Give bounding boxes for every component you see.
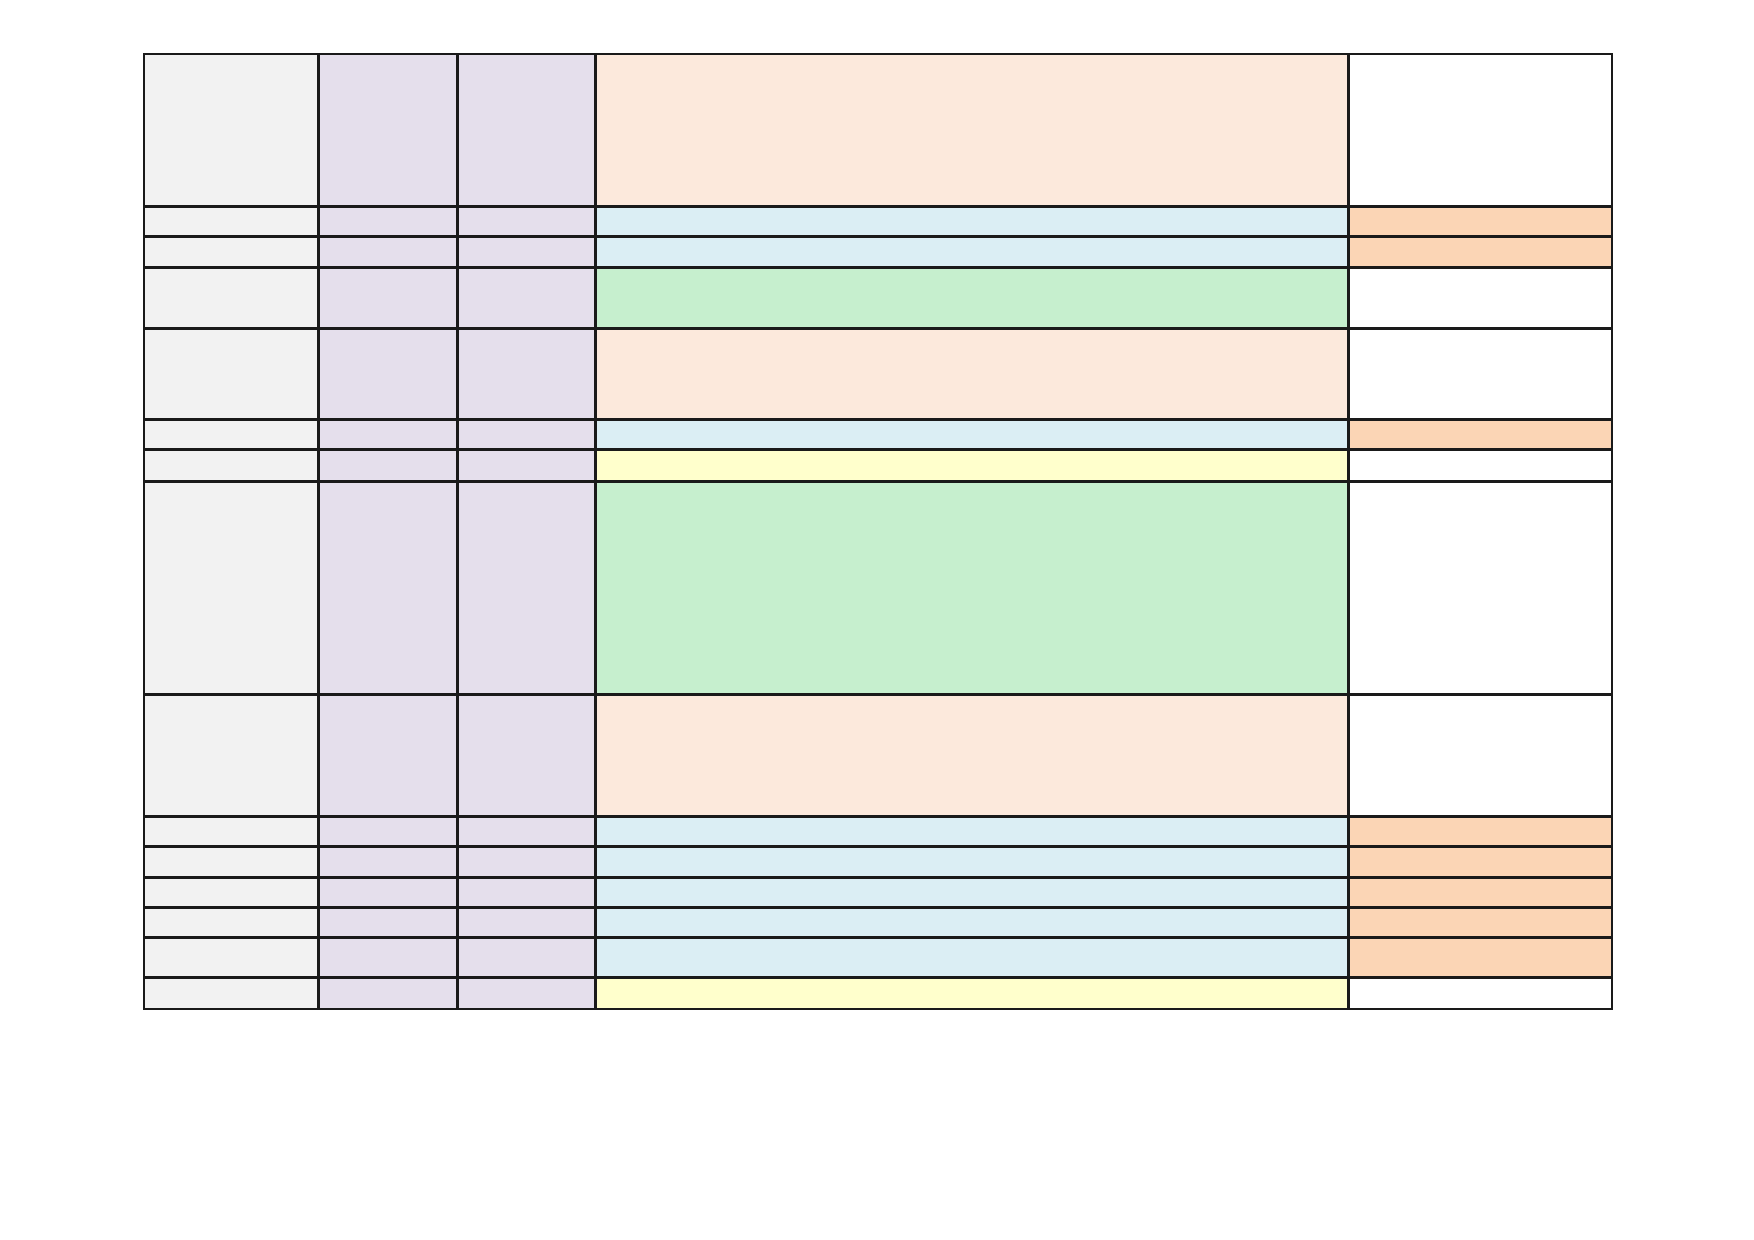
- table-cell-r9-c2[interactable]: [318, 694, 458, 817]
- table-cell-r6-c4[interactable]: [595, 419, 1349, 450]
- table-cell-r14-c5[interactable]: [1348, 937, 1613, 978]
- table-cell-r2-c1[interactable]: [143, 206, 319, 237]
- table-cell-r10-c1[interactable]: [143, 816, 319, 847]
- table-cell-r5-c1[interactable]: [143, 328, 319, 420]
- table-cell-r1-c3[interactable]: [457, 53, 596, 207]
- table-cell-r14-c4[interactable]: [595, 937, 1349, 978]
- table-cell-r12-c3[interactable]: [457, 877, 596, 908]
- table-cell-r13-c5[interactable]: [1348, 907, 1613, 938]
- table-cell-r13-c2[interactable]: [318, 907, 458, 938]
- table-cell-r4-c4[interactable]: [595, 267, 1349, 329]
- table-cell-r2-c2[interactable]: [318, 206, 458, 237]
- table-cell-r10-c4[interactable]: [595, 816, 1349, 847]
- table-cell-r13-c3[interactable]: [457, 907, 596, 938]
- table-cell-r3-c2[interactable]: [318, 236, 458, 268]
- table-cell-r4-c3[interactable]: [457, 267, 596, 329]
- table-cell-r9-c4[interactable]: [595, 694, 1349, 817]
- table-cell-r1-c1[interactable]: [143, 53, 319, 207]
- table-cell-r13-c4[interactable]: [595, 907, 1349, 938]
- table-cell-r11-c4[interactable]: [595, 846, 1349, 878]
- table-cell-r14-c3[interactable]: [457, 937, 596, 978]
- table-cell-r12-c5[interactable]: [1348, 877, 1613, 908]
- table-cell-r7-c1[interactable]: [143, 449, 319, 482]
- table-cell-r9-c3[interactable]: [457, 694, 596, 817]
- table-grid: [143, 53, 1613, 1010]
- table-cell-r3-c3[interactable]: [457, 236, 596, 268]
- table-cell-r7-c5[interactable]: [1348, 449, 1613, 482]
- table-cell-r6-c5[interactable]: [1348, 419, 1613, 450]
- table-cell-r15-c3[interactable]: [457, 977, 596, 1010]
- table-cell-r10-c5[interactable]: [1348, 816, 1613, 847]
- table-cell-r7-c2[interactable]: [318, 449, 458, 482]
- table-cell-r12-c1[interactable]: [143, 877, 319, 908]
- table-cell-r9-c1[interactable]: [143, 694, 319, 817]
- table-cell-r8-c1[interactable]: [143, 481, 319, 695]
- table-cell-r5-c3[interactable]: [457, 328, 596, 420]
- table-cell-r1-c5[interactable]: [1348, 53, 1613, 207]
- table-cell-r15-c5[interactable]: [1348, 977, 1613, 1010]
- table-cell-r13-c1[interactable]: [143, 907, 319, 938]
- table-cell-r7-c3[interactable]: [457, 449, 596, 482]
- table-cell-r5-c4[interactable]: [595, 328, 1349, 420]
- table-cell-r11-c5[interactable]: [1348, 846, 1613, 878]
- table-cell-r1-c2[interactable]: [318, 53, 458, 207]
- table-cell-r7-c4[interactable]: [595, 449, 1349, 482]
- table-cell-r11-c1[interactable]: [143, 846, 319, 878]
- table-cell-r15-c2[interactable]: [318, 977, 458, 1010]
- table-cell-r3-c4[interactable]: [595, 236, 1349, 268]
- table-cell-r8-c4[interactable]: [595, 481, 1349, 695]
- table-cell-r4-c2[interactable]: [318, 267, 458, 329]
- table-cell-r8-c5[interactable]: [1348, 481, 1613, 695]
- table-cell-r8-c2[interactable]: [318, 481, 458, 695]
- spreadsheet-page: [143, 53, 1613, 1010]
- table-cell-r12-c4[interactable]: [595, 877, 1349, 908]
- table-cell-r10-c3[interactable]: [457, 816, 596, 847]
- table-cell-r6-c2[interactable]: [318, 419, 458, 450]
- table-cell-r14-c1[interactable]: [143, 937, 319, 978]
- table-cell-r2-c4[interactable]: [595, 206, 1349, 237]
- table-cell-r10-c2[interactable]: [318, 816, 458, 847]
- table-cell-r11-c2[interactable]: [318, 846, 458, 878]
- table-cell-r12-c2[interactable]: [318, 877, 458, 908]
- table-cell-r15-c4[interactable]: [595, 977, 1349, 1010]
- table-cell-r6-c3[interactable]: [457, 419, 596, 450]
- table-cell-r5-c2[interactable]: [318, 328, 458, 420]
- table-cell-r1-c4[interactable]: [595, 53, 1349, 207]
- table-cell-r9-c5[interactable]: [1348, 694, 1613, 817]
- table-cell-r11-c3[interactable]: [457, 846, 596, 878]
- table-cell-r3-c5[interactable]: [1348, 236, 1613, 268]
- table-cell-r3-c1[interactable]: [143, 236, 319, 268]
- table-cell-r5-c5[interactable]: [1348, 328, 1613, 420]
- table-cell-r4-c5[interactable]: [1348, 267, 1613, 329]
- table-cell-r14-c2[interactable]: [318, 937, 458, 978]
- table-cell-r4-c1[interactable]: [143, 267, 319, 329]
- table-cell-r15-c1[interactable]: [143, 977, 319, 1010]
- table-cell-r6-c1[interactable]: [143, 419, 319, 450]
- table-cell-r8-c3[interactable]: [457, 481, 596, 695]
- table-cell-r2-c5[interactable]: [1348, 206, 1613, 237]
- table-cell-r2-c3[interactable]: [457, 206, 596, 237]
